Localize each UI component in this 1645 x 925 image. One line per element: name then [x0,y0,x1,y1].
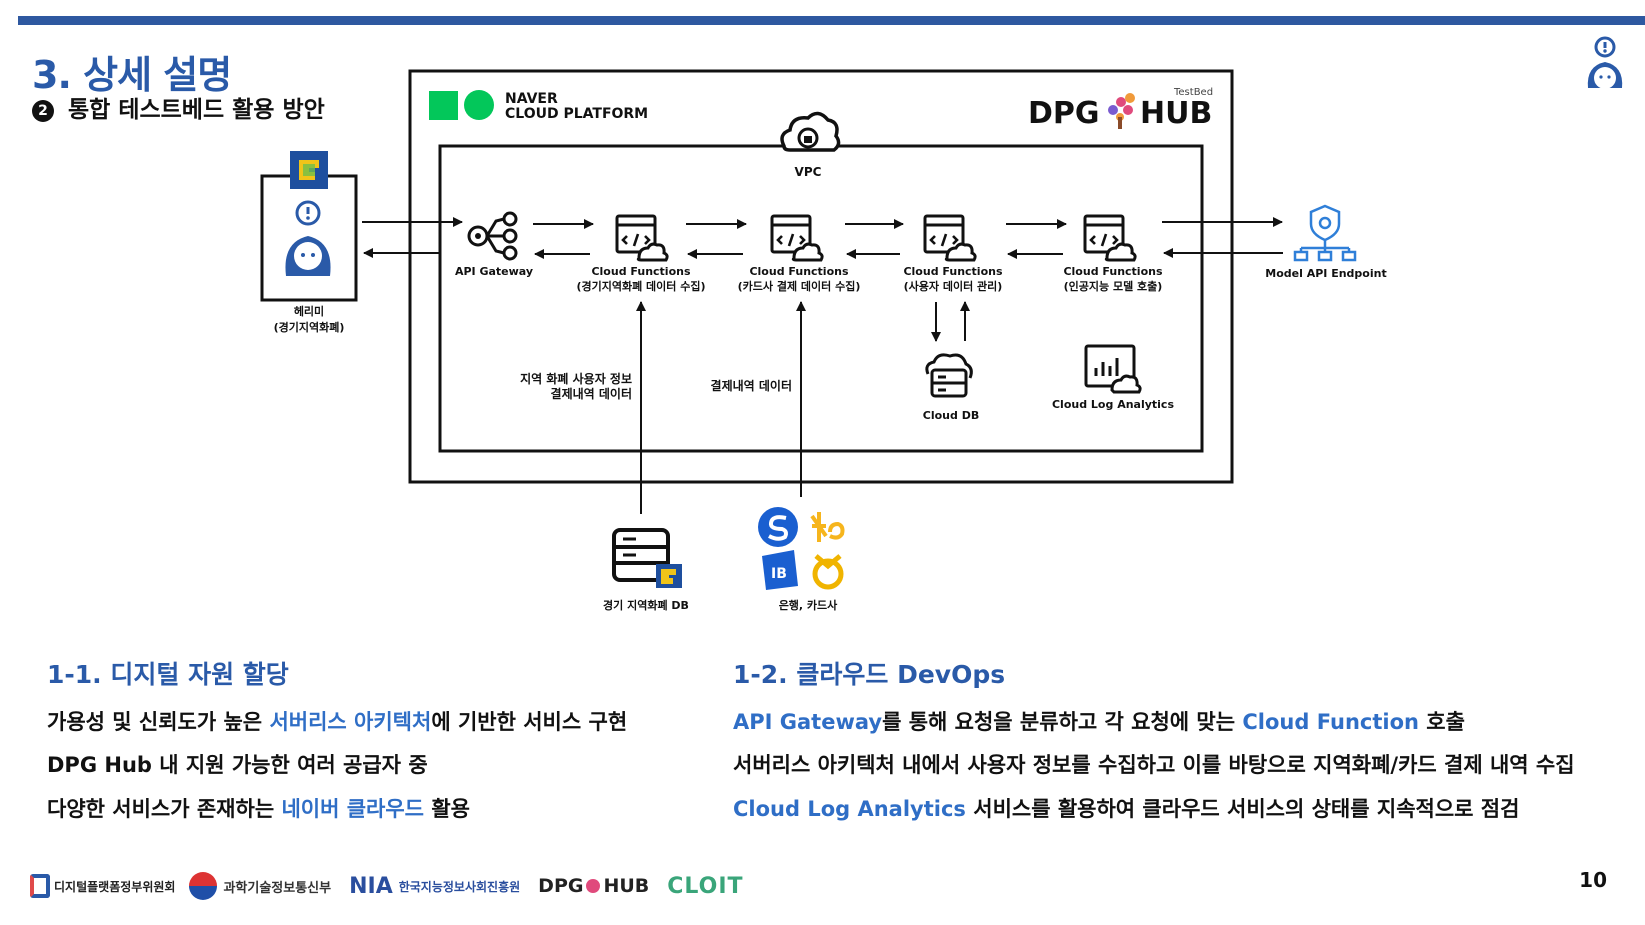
text-segment: 다양한 서비스가 존재하는 [47,797,282,821]
cf1-sub: (경기지역화폐 데이터 수집) [576,279,705,293]
label-payment: 결제내역 데이터 [711,378,792,393]
footer-logo1: 디지털플랫폼정부위원회 [54,879,176,894]
cf4-title: Cloud Functions [1063,265,1163,278]
api-gateway-label: API Gateway [455,265,533,278]
cloud-functions-icon-1 [615,214,669,262]
naver-logo-line2: CLOUD PLATFORM [505,106,648,122]
shinhan-bank-logo-icon [758,507,798,547]
section-right-line2: 서버리스 아키텍처 내에서 사용자 정보를 수집하고 이를 바탕으로 지역화폐/… [733,753,1575,777]
highlight-cloud-log: Cloud Log Analytics [733,797,966,821]
subtitle-number-badge: 2 [32,100,54,122]
mascot-icon [1587,36,1623,89]
footer-logo2: 과학기술정보통신부 [223,880,332,896]
cloud-db-icon [925,353,973,398]
db-gyeonggi-label: 경기 지역화폐 DB [603,598,689,612]
cloud-functions-icon-3 [923,214,977,262]
vpc-cloud-lock-icon [780,111,841,152]
highlight-api-gateway: API Gateway [733,710,883,734]
user-sub: (경기지역화폐) [274,320,345,334]
cloud-log-label: Cloud Log Analytics [1052,398,1174,411]
woori-bank-logo-icon [812,554,844,590]
cf2-title: Cloud Functions [749,265,849,278]
footer-logos: 디지털플랫폼정부위원회 과학기술정보통신부 NIA 한국지능정보사회진흥원 DP… [30,870,744,902]
section-right-line3: Cloud Log Analytics 서비스를 활용하여 클라우드 서비스의 … [733,793,1519,823]
section-left-line2: DPG Hub 내 지원 가능한 여러 공급자 중 [47,753,428,777]
cf3-sub: (사용자 데이터 관리) [904,279,1003,293]
user-avatar-icon [285,200,331,276]
section-right-title: 1-2. 클라우드 DevOps [733,660,1006,689]
footer-logo3-sub: 한국지능정보사회진흥원 [398,879,521,894]
footer-logo4-right: HUB [603,875,650,897]
user-name: 헤리미 [294,304,324,318]
naver-logo-line1: NAVER [505,91,558,107]
cloud-log-analytics-icon [1084,344,1142,394]
subtitle-text: 통합 테스트베드 활용 방안 [68,97,325,123]
text-segment: 호출 [1418,710,1465,734]
ibk-bank-logo-icon: IB [762,550,798,590]
text-segment: 활용 [424,797,470,821]
text-segment: 를 통해 요청을 분류하고 각 요청에 맞는 [882,710,1243,734]
cf1-title: Cloud Functions [591,265,691,278]
dpg-logo-testbed: TestBed [1173,87,1213,98]
top-accent-bar [18,16,1645,25]
dpg-tree-icon [586,879,601,893]
ncp-outer-box [408,69,1234,484]
cloud-functions-icon-4 [1083,214,1137,262]
highlight-cloud-function: Cloud Function [1242,710,1419,734]
platform-committee-logo-icon [30,874,50,898]
page-number: 10 [1579,868,1607,892]
section-left-title: 1-1. 디지털 자원 할당 [47,660,289,689]
svg-text:IB: IB [771,566,787,582]
cf4-sub: (인공지능 모델 호출) [1064,279,1163,293]
cf3-title: Cloud Functions [903,265,1003,278]
highlight-serverless: 서버리스 아키텍처 [269,710,432,734]
naver-logo-circle [464,90,494,120]
label-region-line2: 결제내역 데이터 [551,386,632,401]
section-left-line1: 가용성 및 신뢰도가 높은 서버리스 아키텍처에 기반한 서비스 구현 [47,706,627,736]
highlight-naver-cloud: 네이버 클라우드 [281,797,425,821]
footer-logo5: CLOIT [667,873,744,899]
text-segment: 에 기반한 서비스 구현 [431,710,628,734]
page-title: 3. 상세 설명 [32,53,232,97]
dpg-logo-tree-icon [1108,93,1135,129]
vpc-label: VPC [795,165,822,179]
api-gateway-icon [467,211,518,261]
label-region-line1: 지역 화폐 사용자 정보 [520,371,632,386]
dpg-logo-left: DPG [1028,96,1100,131]
model-api-endpoint-icon [1293,204,1357,262]
footer-logo4-left: DPG [538,875,584,897]
section-right-line1: API Gateway를 통해 요청을 분류하고 각 요청에 맞는 Cloud … [733,706,1465,736]
model-endpoint-label: Model API Endpoint [1265,267,1386,280]
footer-logo3-main: NIA [349,873,393,899]
architecture-diagram: NAVER CLOUD PLATFORM TestBed DPG HUB VPC… [260,69,1387,612]
text-segment: 서비스를 활용하여 클라우드 서비스의 상태를 지속적으로 점검 [965,797,1520,821]
cloud-db-label: Cloud DB [923,409,979,422]
naver-logo-square [429,91,458,120]
kb-bank-logo-icon [810,512,845,542]
gyeonggi-badge-icon [290,151,328,189]
taegeuk-icon [189,872,218,900]
cf2-sub: (카드사 결제 데이터 수집) [738,279,861,293]
cloud-functions-icon-2 [770,214,824,262]
bank-card-label: 은행, 카드사 [779,598,838,612]
dpg-logo-right: HUB [1140,96,1212,131]
section-left-line3: 다양한 서비스가 존재하는 네이버 클라우드 활용 [47,793,470,823]
text-segment: 가용성 및 신뢰도가 높은 [47,710,270,734]
gyeonggi-db-server-icon [612,528,682,588]
page-subtitle: 2 통합 테스트베드 활용 방안 [32,90,325,124]
